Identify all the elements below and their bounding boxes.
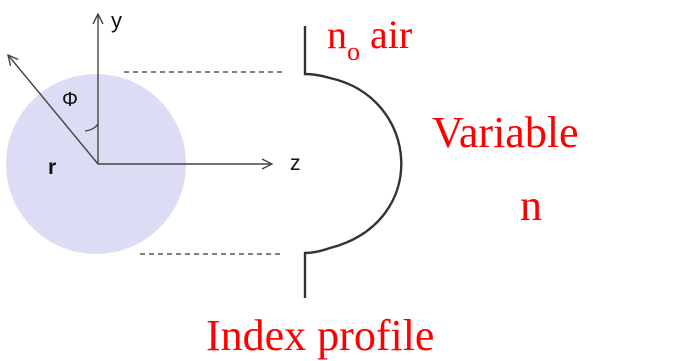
shaded-disc — [6, 74, 186, 254]
variable-n-label: n — [520, 181, 542, 230]
y-axis-label: y — [111, 8, 122, 33]
variable-label: Variable — [432, 108, 579, 157]
index-profile-caption: Index profile — [206, 311, 434, 360]
phi-angle-arc — [84, 123, 99, 132]
r-label: r — [48, 156, 56, 179]
index-profile-curve — [303, 26, 403, 298]
phi-label: Φ — [62, 89, 78, 111]
r-vector-arrow — [8, 55, 99, 165]
z-axis-label: z — [290, 152, 301, 175]
